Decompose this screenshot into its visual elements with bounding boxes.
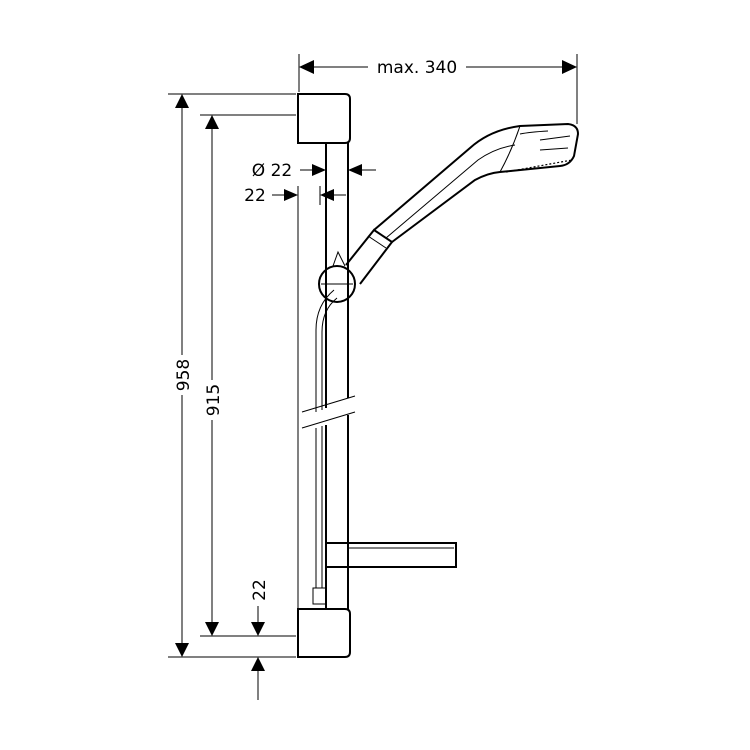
- label-max-width: max. 340: [377, 58, 457, 78]
- label-rail-offset: 22: [244, 186, 266, 206]
- dimension-total-height: 958: [168, 93, 296, 658]
- rail-upper: [325, 143, 349, 408]
- rail-lower: [325, 415, 349, 609]
- shower-hose-lower: [315, 426, 323, 588]
- slider-knob: [318, 265, 356, 303]
- slider-lever: [332, 250, 346, 267]
- shower-hose: [315, 289, 338, 412]
- shower-rail-assembly: [297, 93, 580, 658]
- soap-dish: [325, 542, 457, 568]
- top-wall-bracket: [297, 93, 351, 144]
- label-total-height: 958: [174, 359, 194, 391]
- label-rail-diameter: Ø 22: [252, 161, 292, 181]
- dimension-rail-diameter: Ø 22: [252, 158, 376, 181]
- label-bottom-offset: 22: [250, 579, 270, 601]
- bottom-wall-bracket: [297, 608, 351, 658]
- rail-break-lines: [301, 395, 356, 429]
- hand-shower: [345, 122, 580, 285]
- dimension-bottom-offset: 22: [246, 579, 296, 700]
- dimension-max-width: max. 340: [298, 54, 578, 124]
- label-rail-height: 915: [204, 384, 224, 416]
- hose-connector: [312, 587, 327, 605]
- dimension-rail-offset: 22: [244, 186, 346, 610]
